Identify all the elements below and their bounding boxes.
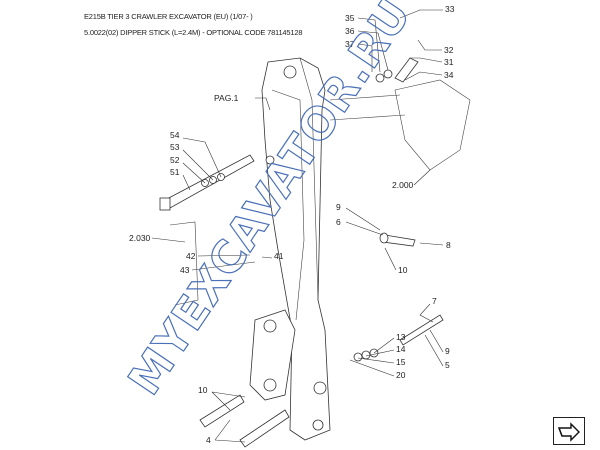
- callout-14: 14: [396, 344, 406, 354]
- callout-5: 5: [445, 360, 450, 370]
- callout-13: 13: [396, 332, 406, 342]
- callout-42: 42: [186, 251, 196, 261]
- boom-outline: [169, 79, 471, 306]
- callout-35: 35: [345, 13, 355, 23]
- callout-32: 32: [444, 45, 454, 55]
- callout-9: 9: [445, 346, 450, 356]
- next-page-arrow-icon: [557, 422, 580, 442]
- callout-15: 15: [396, 357, 406, 367]
- callout-51: 51: [170, 167, 180, 177]
- callout-6: 6: [336, 217, 341, 227]
- callout-36: 36: [345, 26, 355, 36]
- callout-53: 53: [170, 142, 180, 152]
- callout-PAG-1: PAG.1: [214, 93, 239, 103]
- callout-7: 7: [432, 296, 437, 306]
- link: [249, 309, 296, 401]
- callout-43: 43: [180, 265, 190, 275]
- callout-10: 10: [198, 385, 208, 395]
- callout-37: 37: [345, 39, 355, 49]
- callout-8: 8: [446, 240, 451, 250]
- callout-33: 33: [445, 4, 455, 14]
- dipper-stick: [261, 57, 331, 441]
- callout-labels: 33353637323134PAG.1545352512.0002.030968…: [129, 4, 455, 445]
- diagram-subtitle: 5.0022(02) DIPPER STICK (L=2.4M) - OPTIO…: [84, 28, 303, 37]
- next-page-button[interactable]: [553, 417, 585, 445]
- diagram-title: E215B TIER 3 CRAWLER EXCAVATOR (EU) (1/0…: [84, 12, 253, 21]
- callout-9: 9: [336, 202, 341, 212]
- callout-2-030: 2.030: [129, 233, 151, 243]
- callout-20: 20: [396, 370, 406, 380]
- callout-54: 54: [170, 130, 180, 140]
- leader-lines: [151, 9, 444, 443]
- callout-10: 10: [398, 265, 408, 275]
- callout-34: 34: [444, 70, 454, 80]
- callout-2-000: 2.000: [392, 180, 414, 190]
- callout-52: 52: [170, 155, 180, 165]
- callout-4: 4: [206, 435, 211, 445]
- callout-31: 31: [444, 57, 454, 67]
- callout-41: 41: [274, 251, 284, 261]
